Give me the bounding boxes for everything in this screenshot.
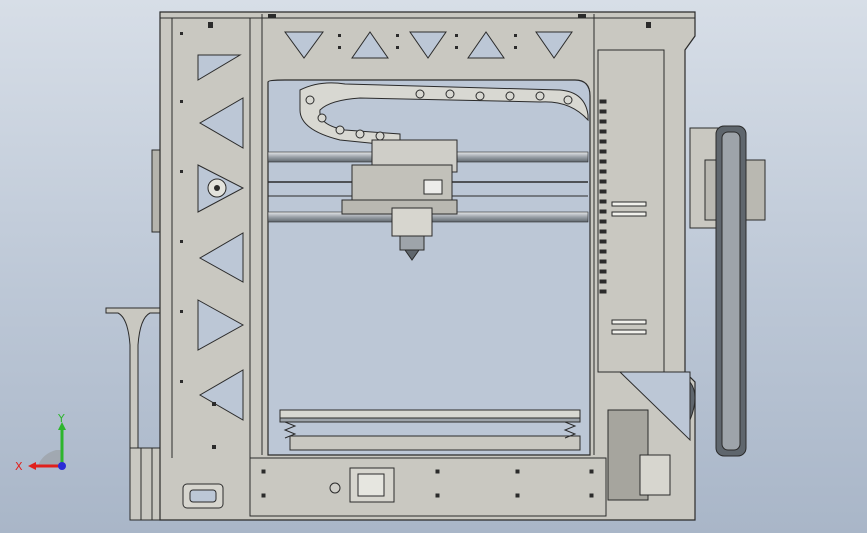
mounting-holes	[180, 14, 651, 449]
y-axis-label: Y	[57, 412, 65, 425]
frame-plate[interactable]	[159, 11, 696, 521]
spool-holder-icon	[105, 307, 169, 521]
idler-pulley	[207, 178, 227, 198]
belt-icon	[689, 125, 766, 457]
extruder-carriage[interactable]	[341, 139, 458, 261]
x-axis-label: X	[15, 460, 23, 473]
control-board	[607, 409, 671, 501]
heated-bed	[279, 409, 581, 451]
y-axis-plate	[182, 457, 607, 517]
top-triangles	[284, 31, 573, 59]
electronics-box	[597, 49, 665, 373]
left-triangles	[197, 54, 245, 421]
cable-chain-icon	[299, 82, 589, 147]
axis-triad-icon: X Y	[15, 412, 66, 473]
